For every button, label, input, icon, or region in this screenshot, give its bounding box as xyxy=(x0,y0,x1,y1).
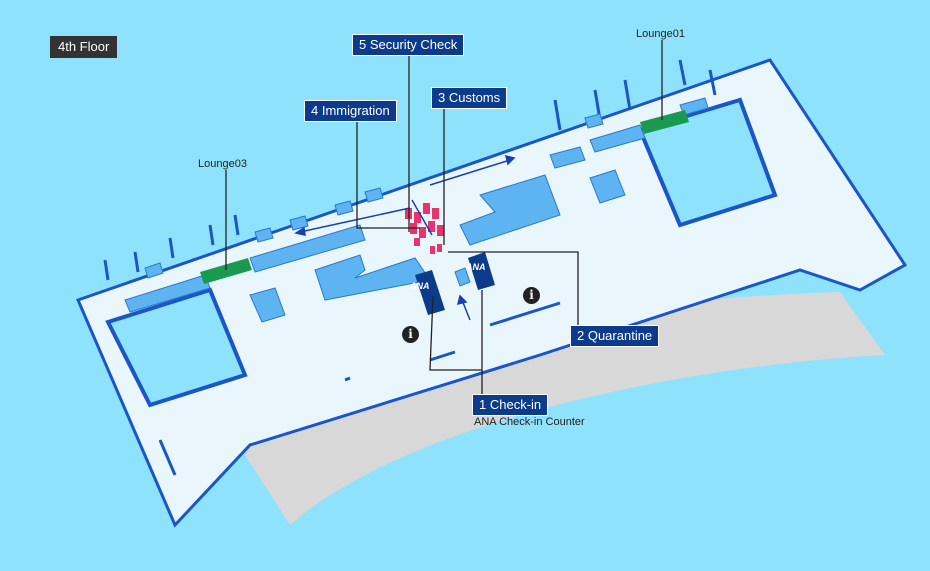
lounge03-area xyxy=(200,258,252,284)
step-quarantine[interactable]: 2 Quarantine xyxy=(570,325,660,347)
leader-lines xyxy=(225,40,663,395)
ana-logo-left: ANA xyxy=(409,281,430,291)
info-icon[interactable]: i xyxy=(402,326,419,343)
apron-area xyxy=(245,292,885,525)
step-customs[interactable]: 3 Customs xyxy=(431,87,508,109)
arrow-icon xyxy=(294,154,516,321)
step-immigration[interactable]: 4 Immigration xyxy=(304,100,397,122)
gate-walls xyxy=(103,59,717,476)
lounge01-label[interactable]: Lounge01 xyxy=(636,28,685,40)
ana-logo-right: ANA xyxy=(465,262,486,272)
pier-blocks xyxy=(124,97,709,323)
step-security-check[interactable]: 5 Security Check xyxy=(352,34,465,56)
left-courtyard xyxy=(105,287,248,408)
right-courtyard xyxy=(637,97,778,228)
ana-counter-right xyxy=(468,252,495,290)
info-icon[interactable]: i xyxy=(523,287,540,304)
ana-counter-left xyxy=(415,270,445,315)
step-check-in[interactable]: 1 Check-in xyxy=(472,394,549,416)
lounge03-label[interactable]: Lounge03 xyxy=(198,158,247,170)
lounge01-area xyxy=(640,110,689,134)
check-in-sublabel: ANA Check-in Counter xyxy=(474,416,585,428)
floor-label: 4th Floor xyxy=(50,36,118,58)
